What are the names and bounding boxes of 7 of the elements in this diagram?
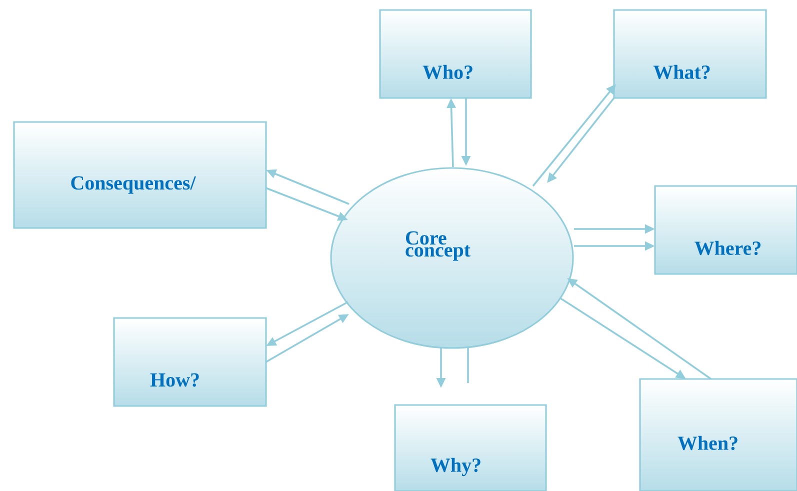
question-box: How? xyxy=(113,317,267,407)
question-box: When? xyxy=(639,378,797,491)
question-box: Where? xyxy=(654,185,797,275)
question-box: Consequences/ xyxy=(13,121,267,229)
question-box: What? xyxy=(613,9,767,99)
question-box: Why? xyxy=(394,404,547,491)
question-box: Who? xyxy=(379,9,532,99)
